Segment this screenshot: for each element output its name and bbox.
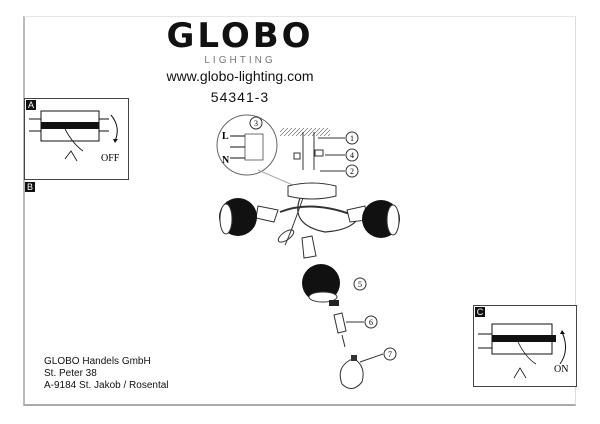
- panel-a-switch-off: OFF A: [24, 98, 129, 180]
- panel-a-tag: A: [26, 100, 36, 110]
- brand-subtitle: LIGHTING: [204, 55, 276, 66]
- brand-logo: GLOBO: [166, 16, 314, 56]
- breaker-on-illustration: ON: [478, 323, 568, 379]
- address-line-3: A-9184 St. Jakob / Rosental: [44, 380, 169, 391]
- panel-c-tag: C: [475, 307, 485, 317]
- page-frame: [23, 16, 576, 406]
- panel-c-switch-on: ON C: [473, 305, 577, 387]
- state-off-label: OFF: [101, 153, 120, 164]
- address-line-1: GLOBO Handels GmbH: [44, 356, 151, 367]
- breaker-off-illustration: OFF: [29, 110, 120, 164]
- panel-b-tag: B: [25, 182, 35, 192]
- product-code: 54341-3: [210, 89, 270, 105]
- company-address: GLOBO Handels GmbH St. Peter 38 A-9184 S…: [44, 356, 169, 392]
- website-url: www.globo-lighting.com: [166, 68, 314, 84]
- address-line-2: St. Peter 38: [44, 368, 97, 379]
- state-on-label: ON: [554, 364, 568, 375]
